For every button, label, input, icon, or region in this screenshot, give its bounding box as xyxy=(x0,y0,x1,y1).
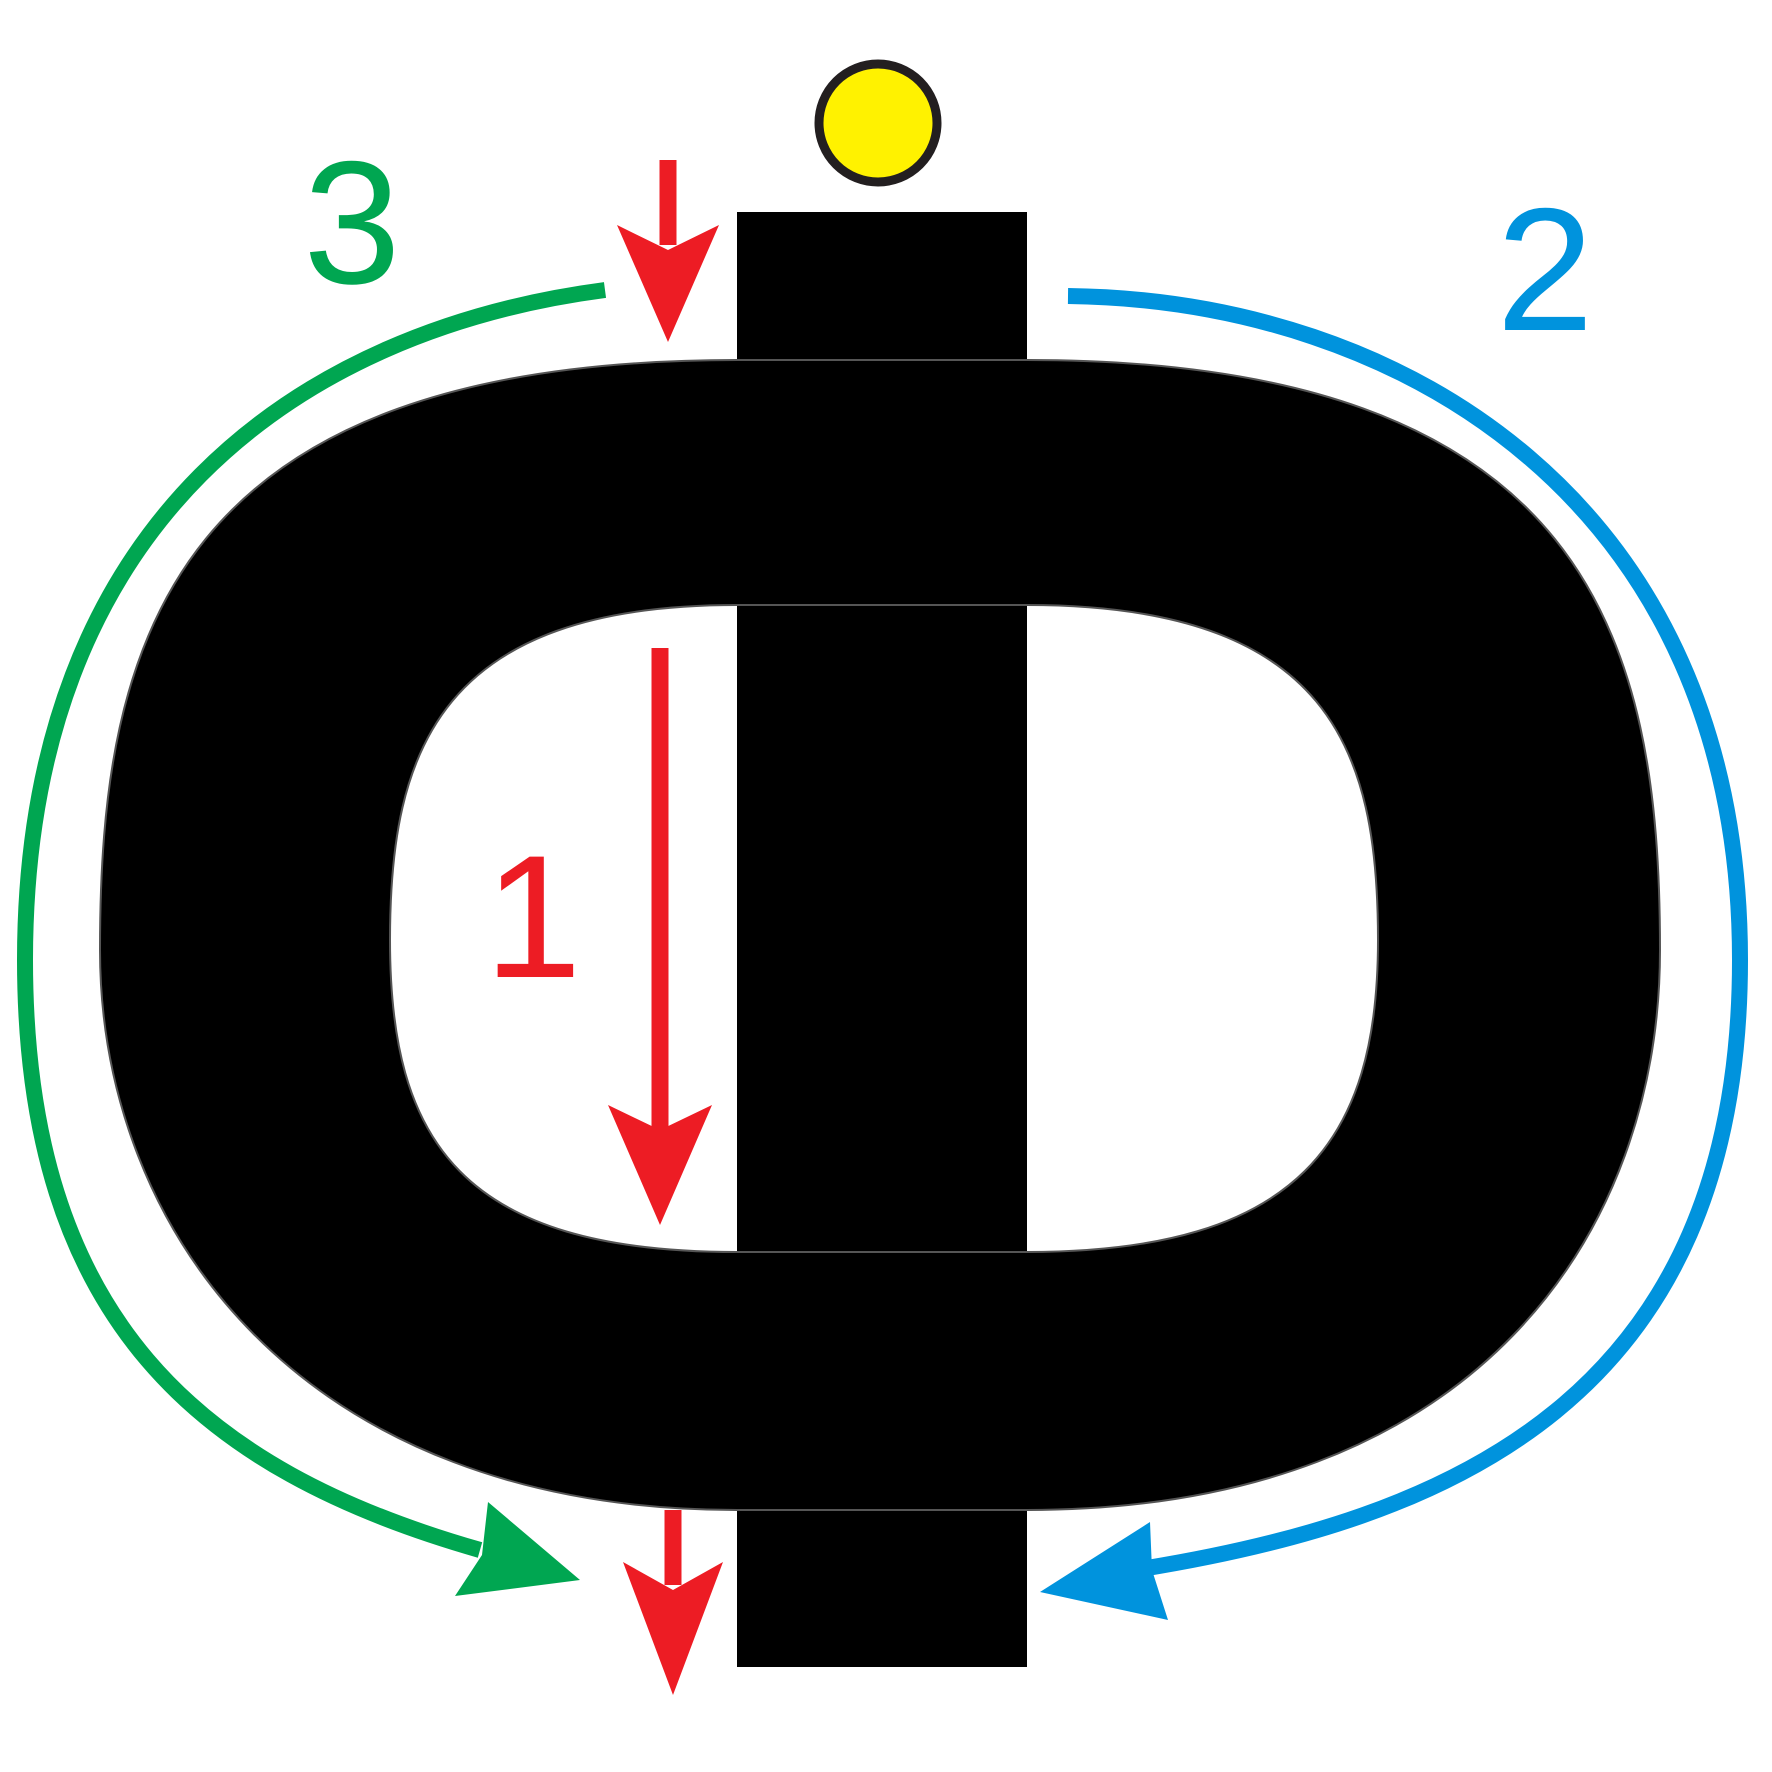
stroke-1-number: 1 xyxy=(484,820,581,1015)
letter-ef-glyph xyxy=(98,212,1662,1667)
stroke-1-arrow xyxy=(608,160,723,1695)
stroke-3-number: 3 xyxy=(303,126,400,321)
start-point-marker xyxy=(814,59,942,187)
stroke-3-arc xyxy=(16,282,607,1558)
stroke-1-bottom-arrowhead xyxy=(623,1562,723,1695)
stroke-1-top-arrowhead xyxy=(617,225,719,342)
stroke-2-arc xyxy=(1067,288,1749,1578)
letter-bowl xyxy=(98,359,1662,1511)
stroke-3-arrow xyxy=(16,282,607,1596)
stroke-2-number: 2 xyxy=(1496,173,1593,368)
stroke-1-main-arrowhead xyxy=(608,1105,712,1225)
stroke-2-arrow xyxy=(1040,288,1749,1620)
stroke-2-arrowhead xyxy=(1040,1522,1168,1620)
stroke-3-arrowhead xyxy=(455,1502,580,1596)
